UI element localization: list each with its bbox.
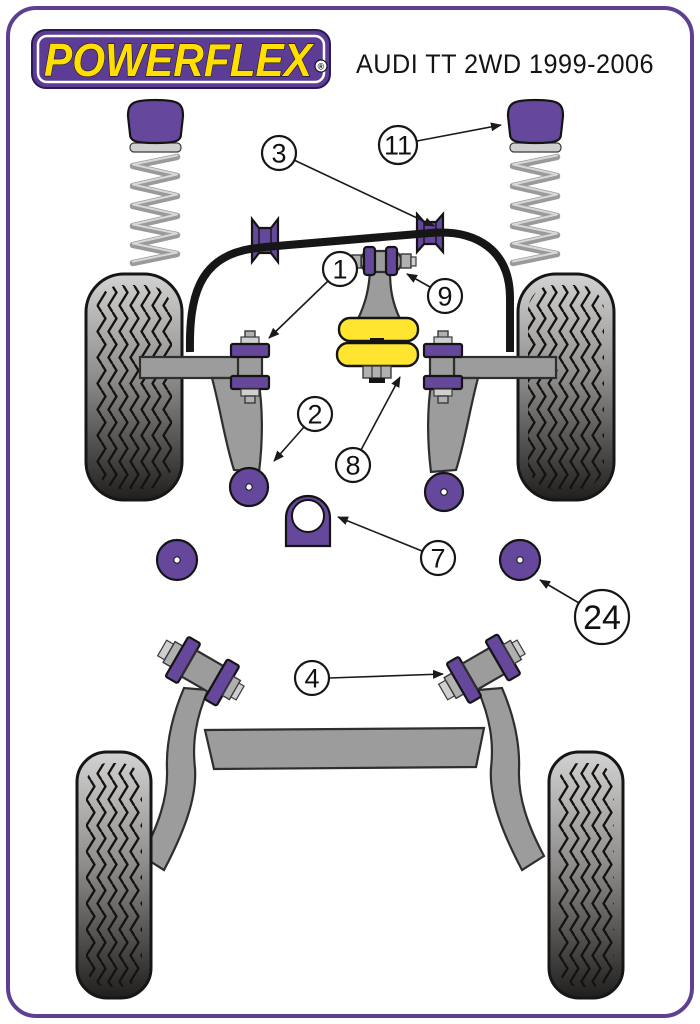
front-wishbone-front-bush-left: [229, 330, 271, 404]
logo-pinstripe: [36, 34, 326, 84]
callout-7: 7: [337, 516, 457, 577]
rear-left-wheel: [75, 750, 153, 1000]
callout-8-arrow: [360, 376, 401, 451]
callout-3-number: 3: [271, 139, 286, 169]
callout-4: 4: [293, 659, 444, 697]
callout-2-arrow: [273, 426, 305, 462]
powerflex-logo: POWERFLEX ®: [31, 29, 331, 89]
front-wishbone-front-bush-right: [422, 330, 464, 404]
callout-2: 2: [273, 395, 334, 462]
callout-9: 9: [406, 273, 464, 315]
registered-mark: ®: [318, 62, 325, 72]
front-right-wheel: [516, 272, 616, 502]
callout-1: 1: [268, 250, 359, 339]
callout-3: 3: [260, 134, 435, 227]
callout-2-number: 2: [307, 400, 322, 430]
callout-1-number: 1: [332, 255, 347, 285]
front-wishbone-rear-bush-right: [423, 471, 465, 513]
top-mount-bush-right: [506, 98, 565, 145]
callout-4-arrow: [328, 669, 444, 679]
lower-engine-mount-bush-left: [155, 538, 199, 582]
callout-9-arrow: [406, 273, 431, 288]
rear-beam-axle: [203, 726, 486, 771]
callout-24-arrow: [539, 579, 580, 604]
lower-engine-mount-bush-right: [498, 538, 542, 582]
front-wishbone-rear-bush-left: [228, 466, 270, 508]
callout-4-number: 4: [304, 664, 319, 694]
steering-rack-mount-bush: [284, 494, 332, 548]
page-title: AUDI TT 2WD 1999-2006: [356, 49, 654, 79]
callout-3-arrow: [293, 159, 435, 227]
logo-background: [31, 29, 331, 89]
callout-7-number: 7: [430, 544, 445, 574]
engine-mount-insert: [335, 316, 420, 383]
anti-roll-bar: [185, 228, 514, 353]
top-mount-bush-left: [126, 98, 185, 145]
dogbone-mount: [346, 245, 417, 321]
dogbone-small-bush-right: [384, 245, 399, 277]
page-border: [6, 6, 694, 1018]
callout-8-number: 8: [345, 451, 360, 481]
logo-text: POWERFLEX: [44, 34, 314, 86]
anti-roll-bar-bush-left: [250, 215, 280, 266]
callout-24: 24: [539, 579, 631, 646]
callout-7-arrow: [337, 516, 423, 552]
callout-11: 11: [377, 122, 502, 166]
dogbone-small-bush-left: [362, 245, 377, 277]
callout-1-arrow: [268, 280, 329, 339]
registered-mark-circle: [314, 59, 328, 73]
front-left-wheel: [84, 272, 184, 502]
callout-11-arrow: [416, 122, 502, 142]
callout-9-number: 9: [437, 282, 452, 312]
rear-right-wheel: [547, 750, 625, 1000]
rear-trailing-arm-right: [476, 686, 546, 872]
coil-spring-left: [126, 98, 185, 267]
coil-spring-right: [506, 98, 565, 267]
callout-8: 8: [334, 376, 401, 484]
callout-11-number: 11: [384, 131, 412, 161]
callout-24-number: 24: [583, 599, 621, 637]
